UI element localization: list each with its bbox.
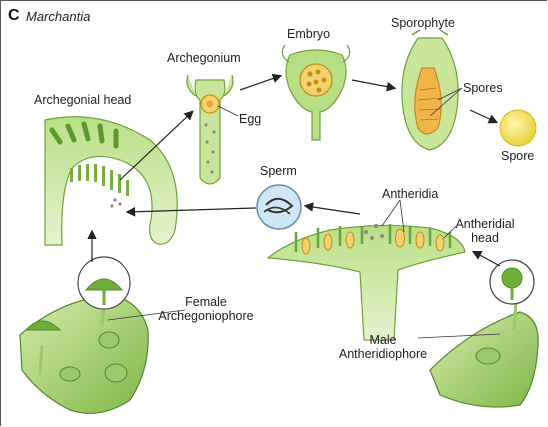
sporophyte <box>402 30 458 150</box>
label-archegonium: Archegonium <box>167 51 241 65</box>
label-antheridial-head-line1: Antheridial <box>454 217 516 231</box>
female-plant <box>20 257 148 413</box>
label-embryo: Embryo <box>287 27 330 41</box>
label-sperm: Sperm <box>260 164 297 178</box>
spore <box>500 110 536 146</box>
label-archegonial-head: Archegonial head <box>34 93 131 107</box>
label-spores: Spores <box>463 81 503 95</box>
archegonium <box>187 75 233 184</box>
label-spore: Spore <box>501 149 534 163</box>
label-antheridia: Antheridia <box>382 187 438 201</box>
embryo <box>282 45 349 140</box>
label-male-line2: Antheridiophore <box>330 347 436 361</box>
label-female-line2: Archegoniophore <box>150 309 262 323</box>
label-egg: Egg <box>239 112 261 126</box>
label-female-archegoniophore: Female Archegoniophore <box>150 295 262 323</box>
label-antheridial-head-line2: head <box>454 231 516 245</box>
label-sporophyte: Sporophyte <box>391 16 455 30</box>
archegonial-head-section <box>45 117 177 245</box>
label-male-antheridiophore: Male Antheridiophore <box>330 333 436 361</box>
sperm-magnified <box>257 185 301 229</box>
antheridial-head-section <box>268 224 465 340</box>
label-antheridial-head: Antheridial head <box>454 217 516 245</box>
label-male-line1: Male <box>330 333 436 347</box>
label-female-line1: Female <box>150 295 262 309</box>
male-plant <box>430 260 538 407</box>
